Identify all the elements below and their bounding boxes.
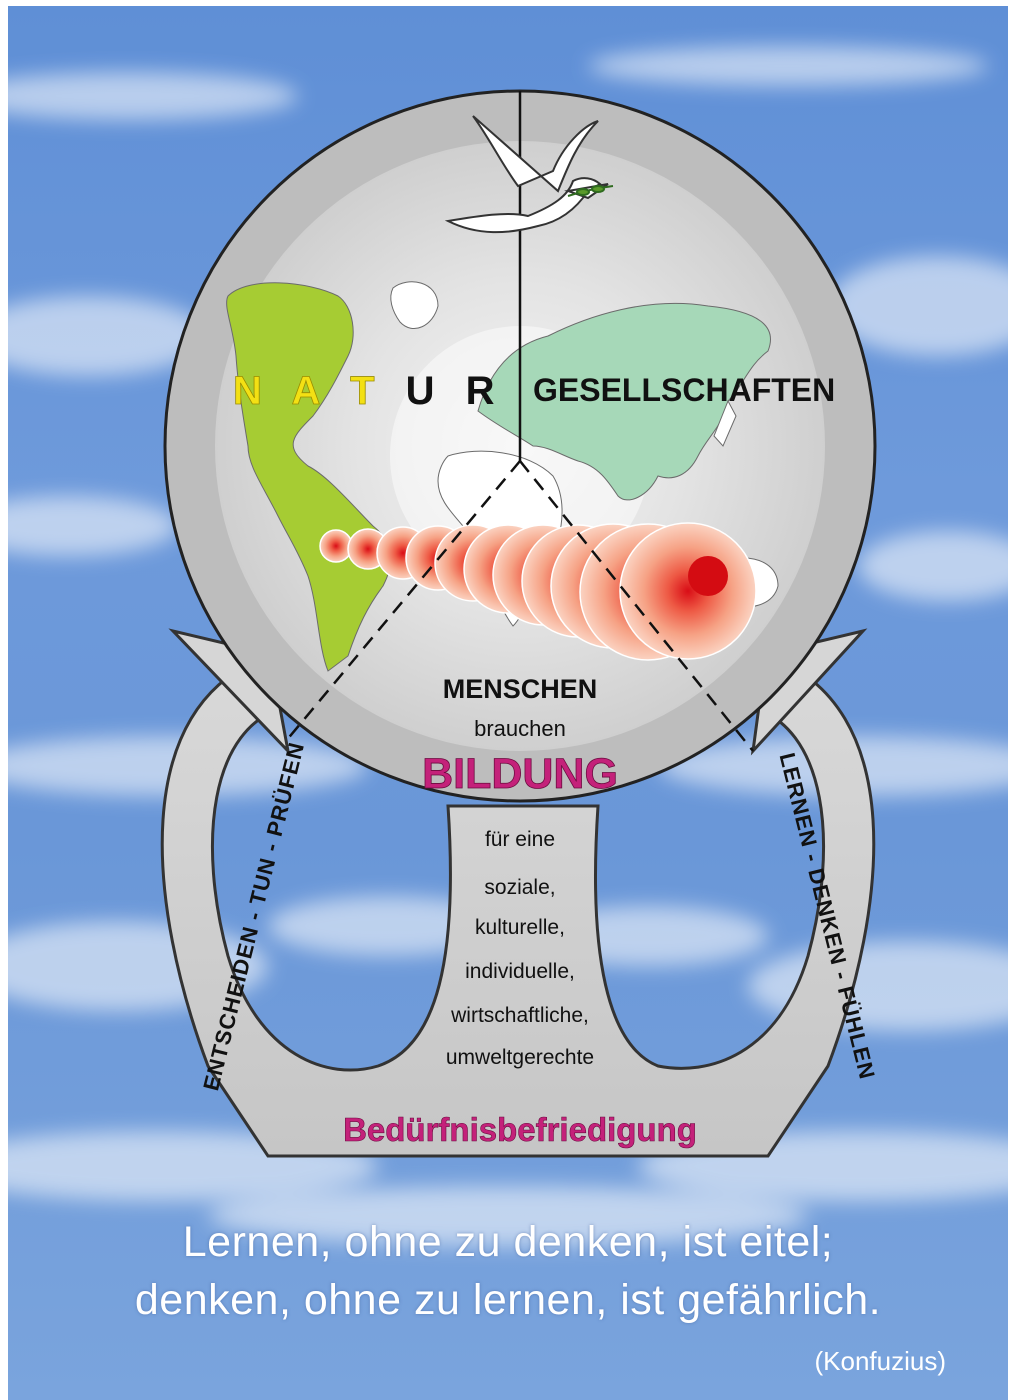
poster: N A T U R GESELLSCHAFTEN MENSCHEN brauch… xyxy=(8,6,1008,1400)
gesellschaften-label: GESELLSCHAFTEN xyxy=(533,372,835,408)
quote-line-1: Lernen, ohne zu denken, ist eitel; xyxy=(8,1218,1008,1267)
quote-line-2: denken, ohne zu lernen, ist gefährlich. xyxy=(8,1276,1008,1325)
natur-letter-1: N xyxy=(233,369,272,413)
natur-letter-2: A xyxy=(292,369,329,413)
bottom-label: Bedürfnisbefriedigung xyxy=(343,1111,697,1148)
natur-letter-4: U xyxy=(406,369,445,413)
natur-label: N A T U R xyxy=(233,369,505,413)
diagram-svg: N A T U R GESELLSCHAFTEN MENSCHEN brauch… xyxy=(8,6,1008,1400)
brauchen-label: brauchen xyxy=(474,716,566,741)
purpose-line-1: für eine xyxy=(485,828,555,851)
purpose-line-4: individuelle, xyxy=(465,960,575,983)
purpose-line-2: soziale, xyxy=(484,876,555,899)
bildung-label: BILDUNG xyxy=(422,750,618,798)
purpose-line-5: wirtschaftliche, xyxy=(450,1004,589,1027)
purpose-line-3: kulturelle, xyxy=(475,916,565,939)
menschen-label: MENSCHEN xyxy=(443,674,598,704)
quote-author: (Konfuzius) xyxy=(815,1346,947,1377)
purpose-line-6: umweltgerechte xyxy=(446,1046,594,1069)
natur-letter-5: R xyxy=(466,369,505,413)
natur-letter-3: T xyxy=(350,369,384,413)
